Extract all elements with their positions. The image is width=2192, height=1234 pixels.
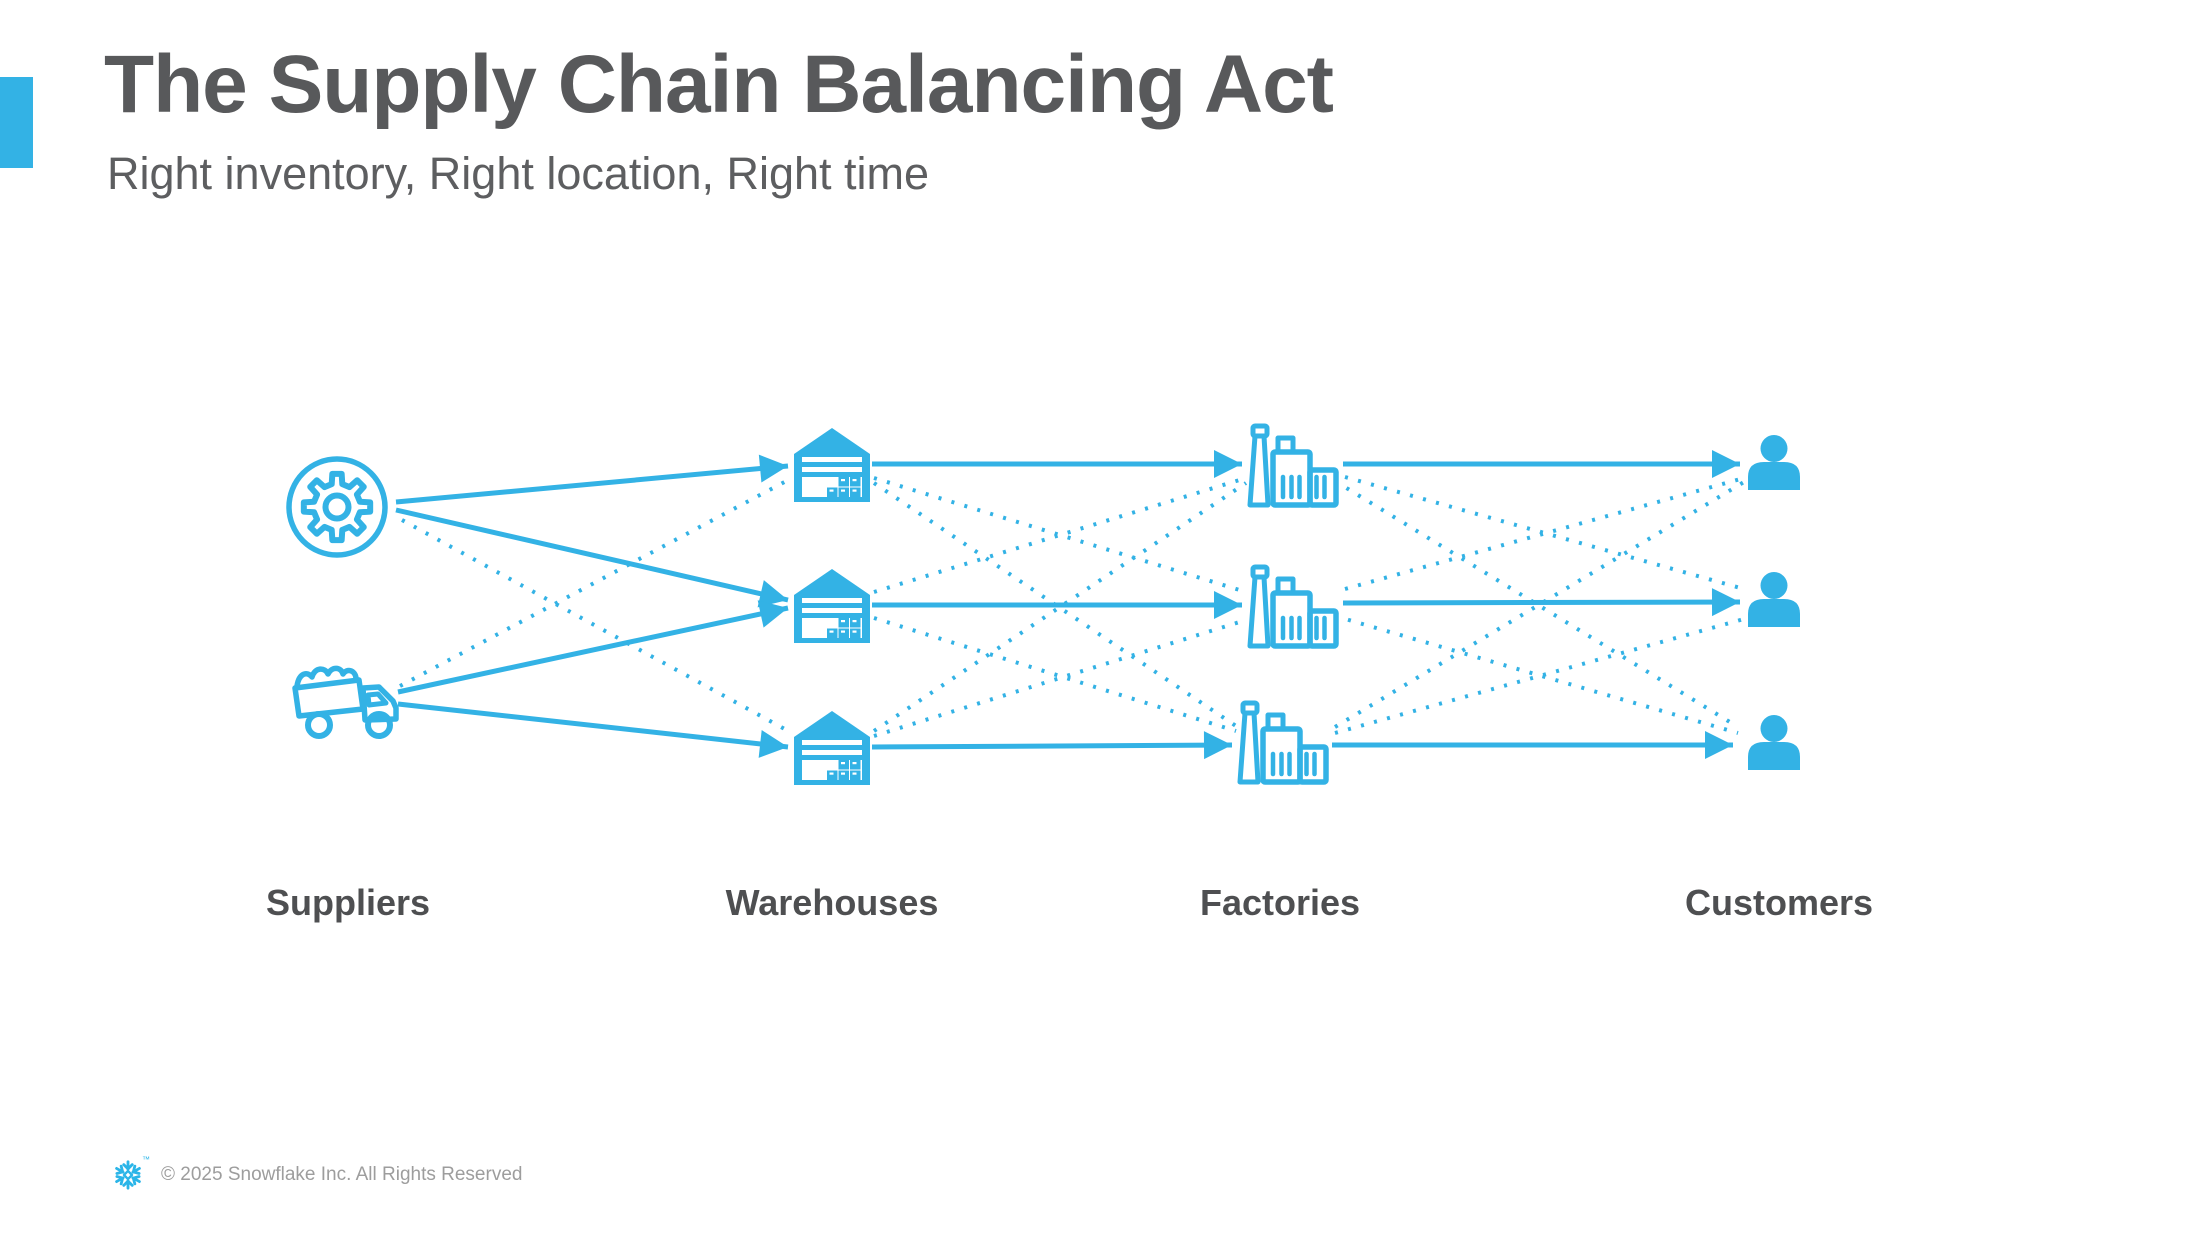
- person-icon: [1748, 572, 1800, 627]
- column-label-warehouses: Warehouses: [725, 882, 939, 923]
- edge-gear-w3: [401, 518, 793, 735]
- edge-w2-f3: [873, 616, 1237, 733]
- column-label-customers: Customers: [1684, 882, 1874, 923]
- footer: ™ © 2025 Snowflake Inc. All Rights Reser…: [112, 1155, 523, 1192]
- snowflake-logo-icon: ™: [112, 1155, 150, 1192]
- edge-w3-f2: [873, 618, 1247, 738]
- warehouse-icon: [794, 569, 870, 643]
- factory-icon: [1247, 564, 1339, 649]
- edge-truck-w1: [399, 476, 793, 688]
- gear-in-circle-icon: [286, 456, 388, 558]
- copyright-text: © 2025 Snowflake Inc. All Rights Reserve…: [161, 1164, 523, 1185]
- edge-gear-w1: [395, 454, 789, 505]
- dump-truck-icon: [292, 665, 399, 739]
- slide-title: The Supply Chain Balancing Act: [104, 39, 1334, 130]
- edge-f1-c2: [1344, 475, 1745, 591]
- edge-f2-c3: [1334, 614, 1739, 735]
- column-label-suppliers: Suppliers: [265, 882, 431, 923]
- warehouse-icon: [794, 711, 870, 785]
- warehouse-icon: [794, 428, 870, 502]
- edge-f2-c2: [1342, 588, 1741, 617]
- edge-f1-c3: [1333, 479, 1740, 729]
- edge-truck-w2: [397, 600, 789, 695]
- slide-subtitle: Right inventory, Right location, Right t…: [107, 148, 930, 199]
- edge-f3-c2: [1334, 617, 1745, 735]
- column-label-factories: Factories: [1199, 882, 1361, 923]
- edge-w1-f2: [873, 476, 1247, 594]
- edge-f2-c1: [1344, 476, 1745, 591]
- person-icon: [1748, 435, 1800, 490]
- edge-gear-w2: [395, 507, 789, 608]
- edge-truck-w3: [397, 701, 789, 758]
- edge-w1-f3: [872, 481, 1238, 728]
- edge-w2-f1: [873, 476, 1247, 594]
- person-icon: [1748, 715, 1800, 770]
- edge-w3-f3: [871, 731, 1233, 760]
- factory-icon: [1247, 423, 1339, 508]
- accent-bar: [0, 77, 33, 168]
- logo-trademark: ™: [142, 1155, 150, 1164]
- factory-icon: [1237, 700, 1329, 785]
- edges-layer: [395, 450, 1746, 760]
